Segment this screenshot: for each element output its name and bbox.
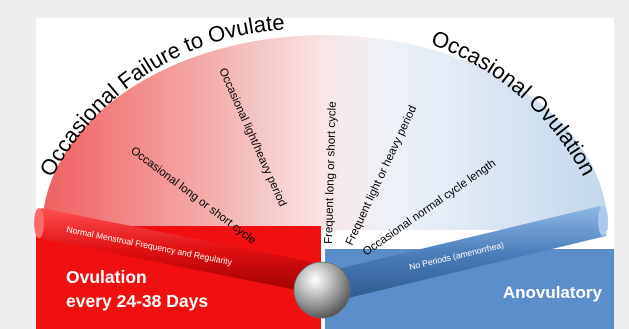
red-bar-end-cap bbox=[34, 208, 44, 238]
pivot-ball bbox=[293, 261, 351, 319]
spoke-label-frequent-long-short: Frequent long or short cycle bbox=[323, 101, 339, 244]
anovulatory-label: Anovulatory bbox=[503, 283, 603, 302]
ovulation-box-line1: Ovulation bbox=[66, 267, 147, 287]
ovulation-box-line2: every 24-38 Days bbox=[66, 291, 208, 311]
red-bar-body bbox=[37, 208, 312, 292]
fan-background bbox=[42, 35, 608, 230]
blue-bar-end-cap bbox=[598, 206, 608, 236]
blue-bar-body bbox=[333, 206, 606, 300]
